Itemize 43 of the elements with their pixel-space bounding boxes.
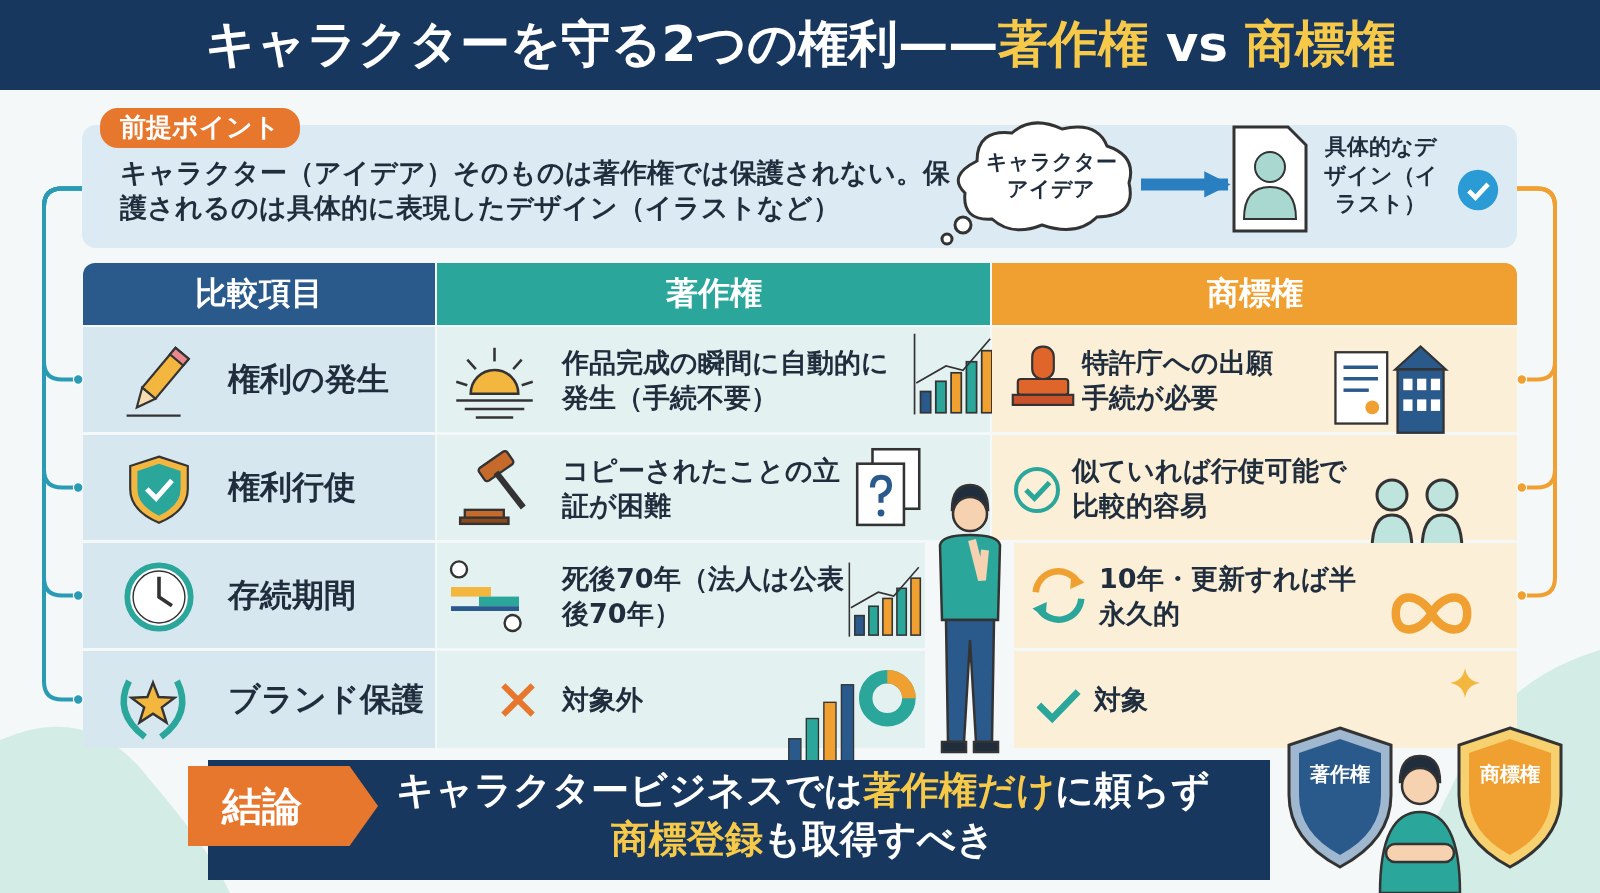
- comparison-cell: [992, 435, 1517, 540]
- cell-text: 特許庁への出願手続が必要: [1082, 345, 1274, 415]
- title: キャラクターを守る2つの権利——著作権 vs 商標権: [203, 14, 1397, 75]
- header-cell: [437, 263, 990, 325]
- connector-line: [42, 186, 84, 705]
- shield: [1455, 725, 1565, 870]
- shield-text: 商標権: [1479, 761, 1541, 787]
- header-cell: [992, 263, 1517, 325]
- row-label: ブランド保護: [228, 678, 425, 720]
- row-label-cell: [83, 327, 435, 432]
- comparison-cell: [1014, 651, 1517, 748]
- cell-text: 対象外: [562, 683, 644, 717]
- comparison-cell: [437, 327, 990, 432]
- cell-text: 10年・更新すれば半永久的: [1099, 561, 1357, 631]
- row-label-cell: [83, 651, 435, 748]
- comparison-cell: [992, 327, 1517, 432]
- row-label-cell: [83, 543, 435, 648]
- cell-text: 作品完成の瞬間に自動的に発生（手続不要）: [562, 345, 890, 415]
- arrow: [1141, 171, 1231, 198]
- header-text: 著作権: [664, 273, 763, 314]
- connector-line: [1516, 186, 1557, 601]
- row-label-cell: [83, 435, 435, 540]
- shield: [1285, 725, 1395, 870]
- conclusion-text: キャラクタービジネスでは著作権だけに頼らず商標登録も取得すべき: [395, 767, 1211, 864]
- tag-label: 前提ポイント: [100, 108, 300, 148]
- cloud-text: キャラクターアイデア: [984, 149, 1118, 204]
- row-label: 権利行使: [228, 466, 357, 508]
- cell-text: 対象: [1094, 683, 1149, 717]
- design-label: 具体的なデザイン（イラスト）: [1322, 133, 1439, 219]
- comparison-cell: [437, 435, 990, 540]
- row-label: 存続期間: [228, 574, 357, 616]
- comparison-cell: [437, 543, 925, 648]
- cell-text: 似ていれば行使可能で比較的容易: [1072, 453, 1348, 523]
- shield-text: 著作権: [1309, 761, 1371, 787]
- row-label: 権利の発生: [228, 358, 390, 400]
- header-text: 商標権: [1205, 273, 1304, 314]
- cell-text: コピーされたことの立証が困難: [562, 453, 841, 523]
- comparison-cell: [1014, 543, 1517, 648]
- header-cell: [83, 263, 435, 325]
- premise-text: キャラクター（アイデア）そのものは著作権では保護されない。保護されるのは具体的に表現したデザイン（イラストなど）: [120, 156, 950, 226]
- cell-text: 死後70年（法人は公表後70年）: [562, 561, 845, 631]
- header-text: 比較項目: [194, 273, 324, 314]
- tag-label: 結論: [188, 766, 378, 846]
